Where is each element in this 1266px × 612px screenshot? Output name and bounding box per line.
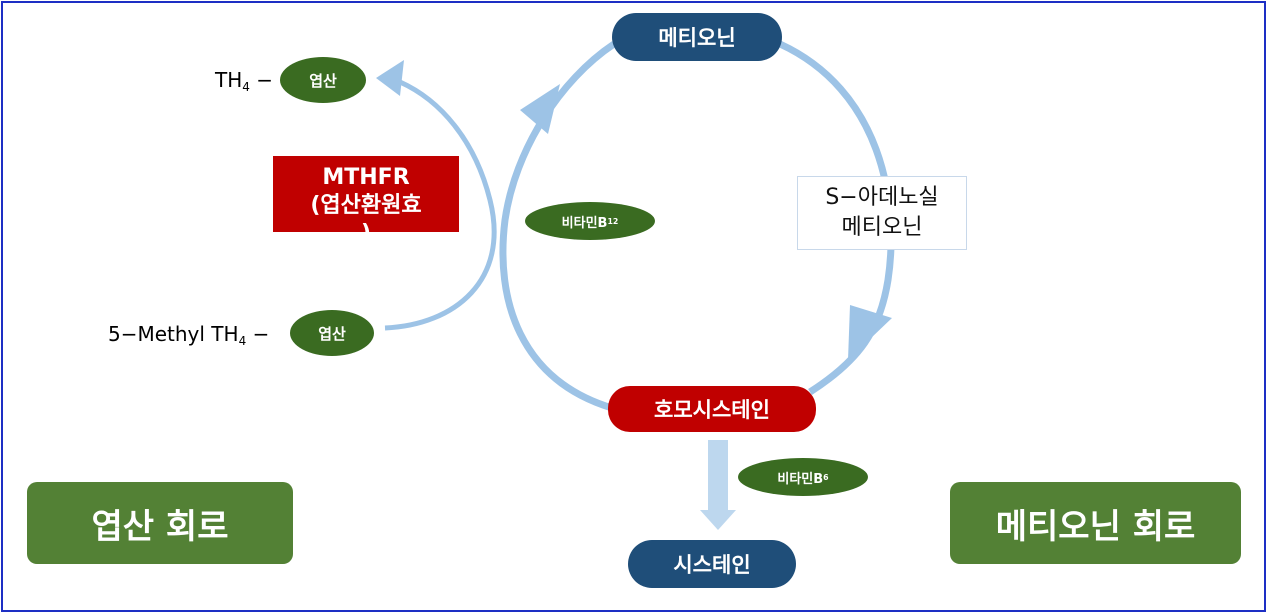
vitamin-b6-sub: 6 [823, 472, 829, 482]
cysteine-node: 시스테인 [628, 540, 796, 588]
vitamin-b12-text: 비타민B [561, 215, 608, 231]
folate-cycle-box: 엽산 회로 [27, 482, 293, 564]
mthfr-enzyme-box: MTHFR (엽산환원효 ) [273, 156, 459, 232]
down-arrow-shaft [708, 440, 728, 512]
methionine-node: 메티오닌 [612, 13, 782, 61]
sam-line2: 메티오닌 [841, 215, 923, 240]
mthfr-line3: ) [273, 220, 459, 232]
methyl-dash: − [246, 322, 270, 346]
sam-node: S−아데노실 메티오닌 [797, 176, 967, 250]
mthfr-line2: (엽산환원효 [310, 193, 422, 218]
th4-sub: 4 [242, 80, 250, 94]
arc-right [778, 40, 895, 395]
vitamin-b6-text: 비타민B [777, 471, 824, 487]
arrowhead-folate [376, 60, 404, 96]
mthfr-line1: MTHFR [322, 165, 410, 190]
vitamin-b12-sub: 12 [607, 216, 619, 226]
th4-prefix: TH [215, 68, 243, 92]
methyl-prefix: 5−Methyl TH [108, 322, 239, 346]
folate-top-oval: 엽산 [280, 57, 366, 103]
down-arrow-head [700, 510, 736, 530]
homocysteine-node: 호모시스테인 [608, 386, 816, 432]
arrowhead-right [848, 305, 892, 360]
methyl-sub: 4 [238, 334, 247, 348]
arc-folate [384, 79, 497, 331]
th4-label: TH4 − [215, 68, 273, 94]
arc-left [499, 41, 616, 412]
th4-dash: − [249, 68, 274, 92]
methionine-cycle-box: 메티오닌 회로 [950, 482, 1241, 564]
sam-line1: S−아데노실 [825, 185, 939, 210]
arrowhead-left [520, 84, 560, 134]
methyl-th4-label: 5−Methyl TH4 − [108, 322, 269, 348]
folate-bottom-oval: 엽산 [290, 310, 374, 356]
